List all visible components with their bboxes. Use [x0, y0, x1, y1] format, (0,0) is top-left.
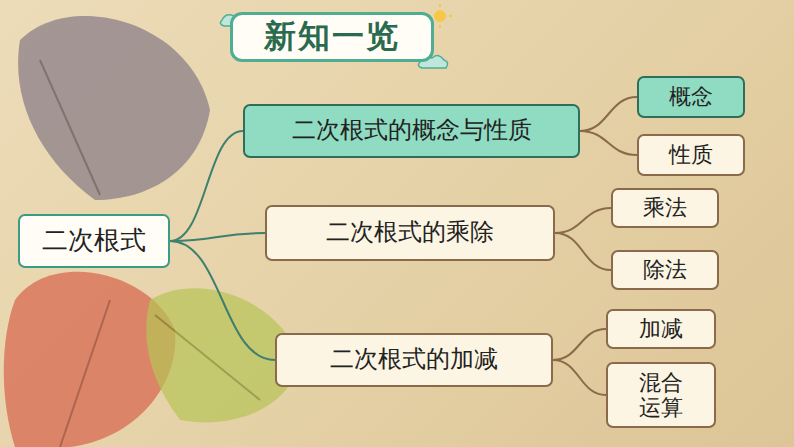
connector — [555, 233, 611, 270]
node-text: 二次根式的概念与性质 — [292, 117, 532, 145]
title-box: 新知一览 — [230, 12, 434, 62]
node-text: 乘法 — [643, 195, 687, 220]
topic-box: 二次根式的乘除 — [265, 205, 555, 261]
leaf-box: 概念 — [637, 76, 745, 118]
leaf-box: 混合 运算 — [606, 362, 716, 428]
node-text: 加减 — [639, 316, 683, 341]
node-text: 混合 运算 — [632, 370, 689, 421]
connector — [555, 208, 611, 233]
node-text: 概念 — [669, 84, 713, 109]
leaf-box: 加减 — [606, 309, 716, 349]
connector — [170, 233, 265, 241]
topic-box: 二次根式的概念与性质 — [243, 104, 580, 158]
connector — [170, 241, 275, 360]
node-text: 二次根式 — [42, 226, 146, 256]
topic-box: 二次根式的加减 — [275, 333, 553, 387]
root-box: 二次根式 — [18, 214, 170, 268]
connector — [580, 97, 637, 131]
connector — [580, 131, 637, 155]
title-text: 新知一览 — [264, 15, 400, 59]
node-text: 二次根式的乘除 — [326, 219, 494, 247]
leaf-box: 乘法 — [611, 188, 719, 228]
node-text: 性质 — [669, 142, 713, 167]
connector — [170, 131, 243, 241]
node-text: 除法 — [643, 257, 687, 282]
node-text: 二次根式的加减 — [330, 346, 498, 374]
connector — [553, 329, 606, 360]
leaf-box: 除法 — [611, 250, 719, 290]
leaf-box: 性质 — [637, 134, 745, 176]
connector — [553, 360, 606, 395]
